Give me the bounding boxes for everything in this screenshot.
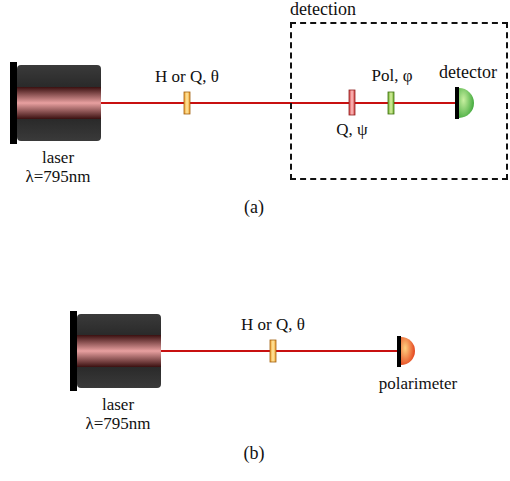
waveplate-label: Q, ψ bbox=[336, 121, 367, 140]
waveplate-label: H or Q, θ bbox=[155, 68, 219, 87]
laser-label: laser bbox=[102, 396, 134, 415]
beam-b bbox=[161, 350, 398, 352]
panel-label: (a) bbox=[244, 198, 264, 218]
wavelength-label: λ=795nm bbox=[25, 168, 90, 187]
polarimeter-label: polarimeter bbox=[379, 375, 457, 394]
detection-region: detection bbox=[290, 22, 508, 180]
waveplate-label: H or Q, θ bbox=[241, 316, 305, 335]
polarizer bbox=[388, 92, 394, 114]
beam-a bbox=[101, 102, 457, 104]
laser-label: laser bbox=[42, 149, 74, 168]
wavelength-label: λ=795nm bbox=[85, 415, 150, 434]
laser-b bbox=[70, 311, 161, 391]
quarter-waveplate bbox=[349, 90, 355, 115]
region-heading: detection bbox=[290, 0, 356, 20]
waveplate bbox=[270, 340, 276, 362]
laser-a bbox=[10, 62, 101, 144]
panel-label: (b) bbox=[244, 444, 265, 464]
polarimeter-symbol bbox=[397, 336, 415, 367]
detector-label: detector bbox=[439, 63, 497, 83]
detector-symbol bbox=[455, 87, 474, 119]
waveplate bbox=[184, 92, 190, 114]
polarizer-label: Pol, φ bbox=[372, 67, 413, 86]
